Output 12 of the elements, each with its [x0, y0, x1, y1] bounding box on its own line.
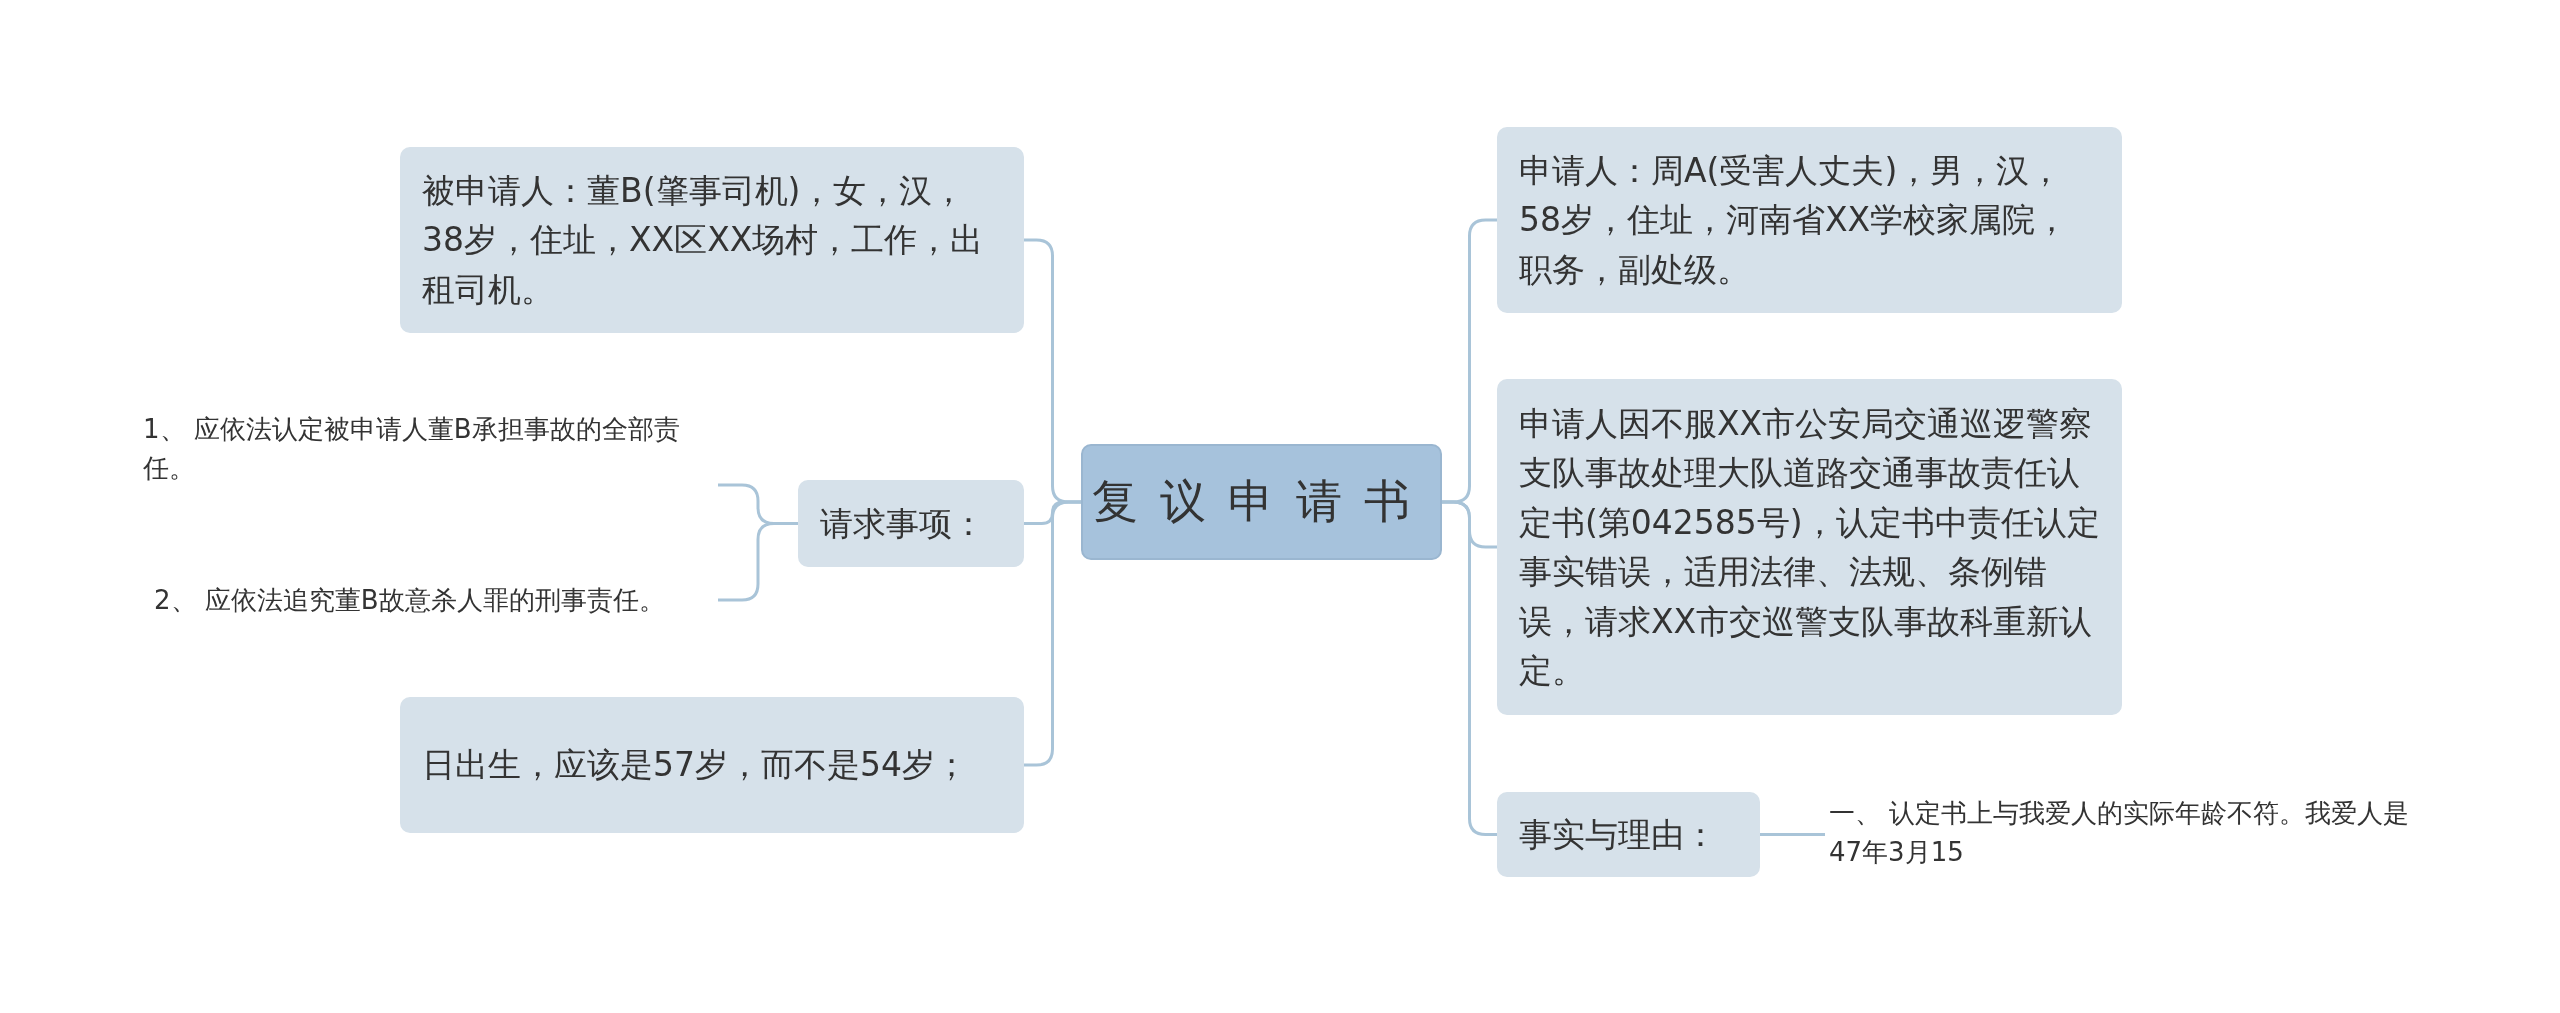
text-box: 申请人：周A(受害人丈夫)，男，汉，58岁，住址，河南省XX学校家属院，职务，副处级。: [1497, 127, 2122, 313]
text-box: 申请人因不服XX市公安局交通巡逻警察支队事故处理大队道路交通事故责任认定书(第042585号)，认定书中责任认定事实错误，适用法律、法规、条例错误，请求XX市交巡警支队事故科重新认定。: [1497, 379, 2122, 715]
text-box: 日出生，应该是57岁，而不是54岁；: [400, 697, 1024, 833]
text-box: 事实与理由：: [1497, 792, 1760, 877]
connector-line: [718, 522, 798, 602]
topic-box: 复议申请书: [1081, 444, 1442, 560]
note-text: 1、 应依法认定被申请人董B承担事故的全部责任。: [139, 405, 718, 493]
note-text: 2、 应依法追究董B故意杀人罪的刑事责任。: [150, 580, 718, 620]
note-text: 一、 认定书上与我爱人的实际年龄不符。我爱人是47年3月15: [1825, 790, 2425, 876]
text-box: 请求事项：: [798, 480, 1024, 567]
connector-line: [1760, 833, 1825, 836]
text-box: 被申请人：董B(肇事司机)，女，汉，38岁，住址，XX区XX场村，工作，出租司机。: [400, 147, 1024, 333]
